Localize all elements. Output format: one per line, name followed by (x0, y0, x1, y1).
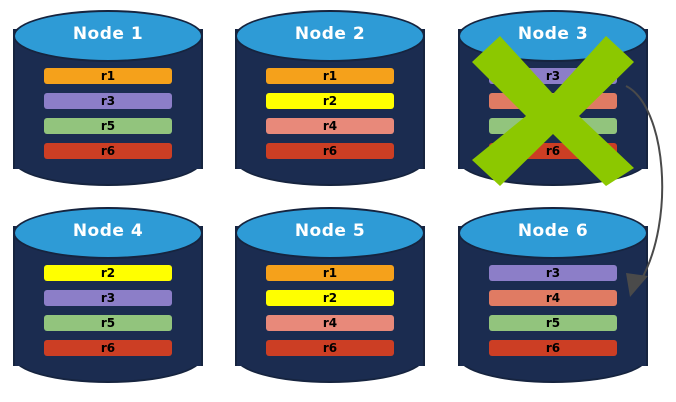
record-bar[interactable]: r4 (489, 290, 617, 306)
cylinder-top (458, 207, 648, 259)
node-6-records: r3 r4 r5 r6 (489, 265, 617, 356)
node-2-records: r1 r2 r4 r6 (266, 68, 394, 159)
record-bar[interactable]: r5 (489, 315, 617, 331)
cylinder-top (458, 10, 648, 62)
record-bar[interactable]: r3 (489, 265, 617, 281)
record-bar[interactable]: r4 (266, 118, 394, 134)
cylinder-top (13, 207, 203, 259)
record-bar[interactable]: r4 (489, 93, 617, 109)
cylinder-top (235, 207, 425, 259)
record-bar[interactable]: r1 (44, 68, 172, 84)
node-4-records: r2 r3 r5 r6 (44, 265, 172, 356)
record-bar[interactable]: r6 (266, 340, 394, 356)
record-bar[interactable]: r6 (489, 143, 617, 159)
record-bar[interactable]: r5 (44, 315, 172, 331)
record-bar[interactable]: r2 (44, 265, 172, 281)
record-bar[interactable]: r5 (489, 118, 617, 134)
record-bar[interactable]: r6 (44, 340, 172, 356)
record-bar[interactable]: r3 (44, 290, 172, 306)
record-bar[interactable]: r2 (266, 93, 394, 109)
record-bar[interactable]: r3 (44, 93, 172, 109)
node-3-records: r3 r4 r5 r6 (489, 68, 617, 159)
record-bar[interactable]: r6 (44, 143, 172, 159)
record-bar[interactable]: r6 (266, 143, 394, 159)
failover-arrow (625, 85, 664, 297)
record-bar[interactable]: r6 (489, 340, 617, 356)
cylinder-top (13, 10, 203, 62)
node-1-records: r1 r3 r5 r6 (44, 68, 172, 159)
record-bar[interactable]: r5 (44, 118, 172, 134)
record-bar[interactable]: r3 (489, 68, 617, 84)
node-5-records: r1 r2 r4 r6 (266, 265, 394, 356)
record-bar[interactable]: r2 (266, 290, 394, 306)
record-bar[interactable]: r1 (266, 68, 394, 84)
record-bar[interactable]: r1 (266, 265, 394, 281)
cylinder-top (235, 10, 425, 62)
record-bar[interactable]: r4 (266, 315, 394, 331)
